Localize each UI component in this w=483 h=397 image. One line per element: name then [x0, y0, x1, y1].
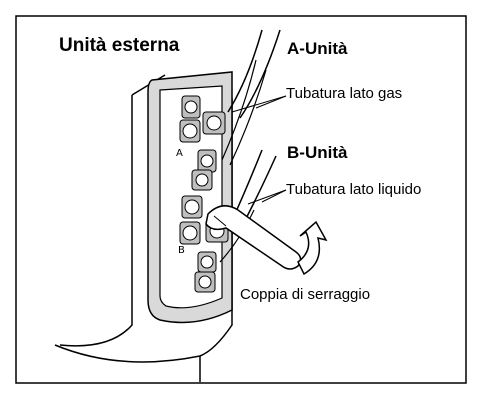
label-torque: Coppia di serraggio: [240, 286, 371, 303]
leader-gas-2: [255, 95, 287, 109]
unit-side-edge: [199, 98, 233, 357]
label-gas-pipe: Tubatura lato gas: [286, 85, 403, 102]
pipe-a-gas-1: [227, 29, 263, 113]
pipe-b-liquid: [219, 209, 255, 263]
pipe-a-liquid-1: [221, 59, 257, 161]
curved-arrow-icon: [297, 220, 328, 276]
leader-liquid-1: [247, 189, 287, 205]
marker-a: A: [176, 148, 183, 159]
leader-gas-1: [231, 95, 287, 113]
valve-b-liquid: [194, 251, 217, 293]
pipe-a-liquid-2: [229, 69, 267, 166]
valve-a-gas: [181, 95, 226, 135]
diagram-title: Unità esterna: [59, 35, 180, 56]
leader-liquid-2: [261, 189, 287, 203]
unit-bottom-edge: [54, 344, 201, 363]
unit-body-outline: [59, 95, 133, 347]
valve-b-gas: [179, 195, 229, 245]
valve-a-liquid: [191, 149, 217, 191]
border: [15, 15, 467, 384]
wrench-icon: [205, 205, 302, 270]
valve-a-flare: [179, 119, 201, 143]
marker-b: B: [178, 245, 185, 256]
label-unit-b: B-Unità: [287, 143, 348, 162]
pipe-a-gas-2: [239, 29, 281, 119]
label-liquid-pipe: Tubatura lato liquido: [286, 181, 422, 198]
label-unit-a: A-Unità: [287, 39, 348, 58]
